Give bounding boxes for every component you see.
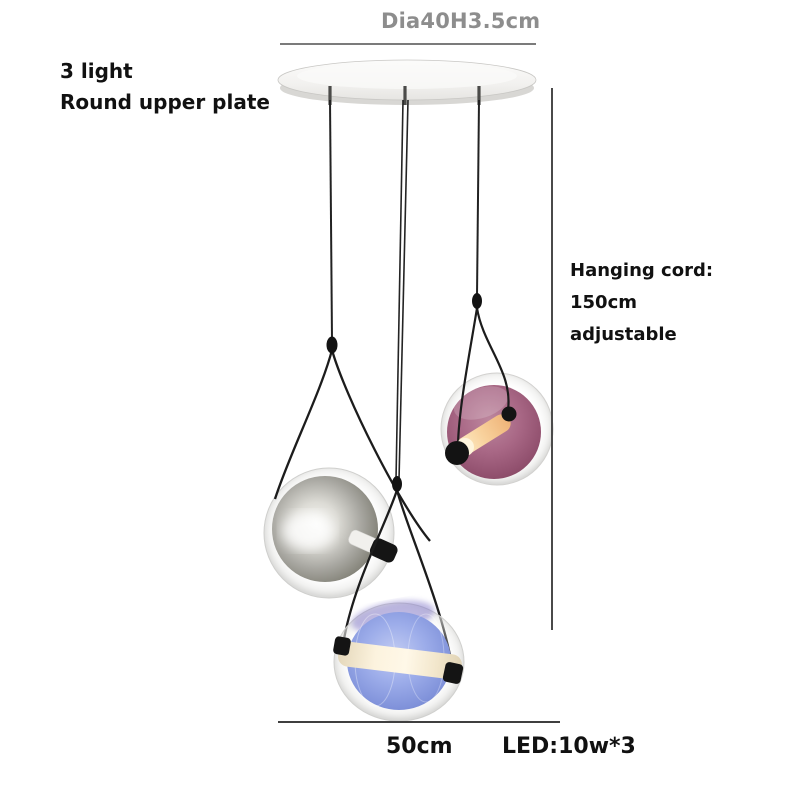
blue-clamp-right (442, 662, 464, 684)
pendant-smoke (263, 336, 431, 599)
hanging-cord-title: Hanging cord: (570, 260, 714, 281)
plate-dimension-line (280, 43, 536, 45)
smoke-cord-knot (326, 336, 338, 354)
hanging-cord-label: Hanging cord: 150cm adjustable (570, 255, 713, 351)
light-count-label: 3 light (60, 59, 133, 83)
pendant-pink (440, 293, 554, 486)
configuration-label: 3 light Round upper plate (60, 56, 270, 118)
plate-type-label: Round upper plate (60, 90, 270, 114)
hanging-cord-note: adjustable (570, 324, 677, 345)
cord-left (329, 99, 333, 341)
pink-sling-cord (456, 307, 510, 445)
hanging-cord-length: 150cm (570, 292, 637, 313)
ceiling-plate (277, 59, 537, 105)
blue-lit-band (338, 641, 462, 680)
pink-tube-cap-right (501, 406, 517, 422)
smoke-sling-cord (273, 349, 431, 542)
cord-center (395, 99, 409, 481)
cord-length-dimension-line (551, 88, 553, 630)
spread-dimension-line (278, 721, 560, 723)
cord-right (476, 99, 480, 297)
smoke-socket (348, 529, 398, 563)
plate-dimension-label: Dia40H3.5cm (381, 9, 541, 33)
pink-cord-knot (472, 293, 482, 309)
spread-width-label: 50cm (386, 734, 453, 759)
pendant-blue (333, 600, 465, 722)
led-spec-label: LED:10w*3 (502, 734, 636, 759)
blue-clamp-left (333, 636, 351, 656)
blue-cord-knot (392, 476, 402, 492)
pink-tube-cap-left (445, 441, 469, 465)
